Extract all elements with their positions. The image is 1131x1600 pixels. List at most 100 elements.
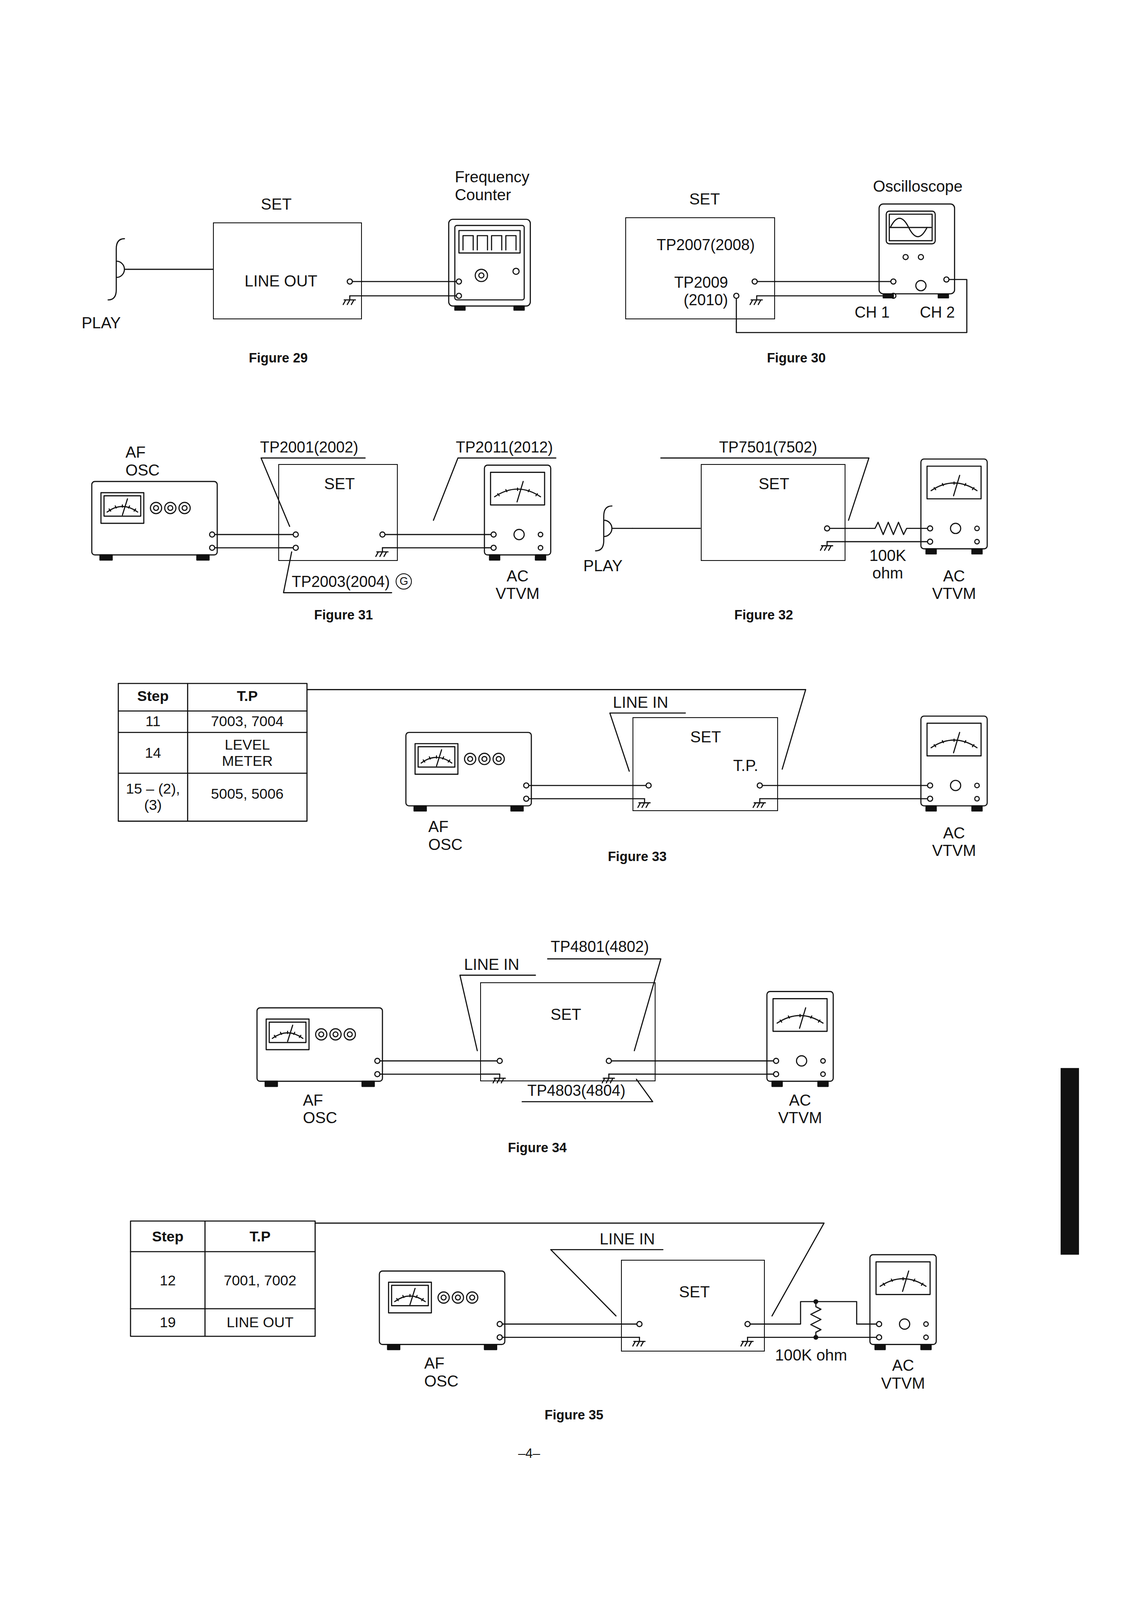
instrument-label: AF OSC (424, 1354, 471, 1390)
resistor-value: 100K ohm (775, 1346, 848, 1364)
side-tab (1060, 1067, 1079, 1255)
wire (397, 533, 485, 536)
table-header: Step (130, 1227, 205, 1245)
set-box: SET (480, 982, 656, 1082)
play-label: PLAY (81, 314, 121, 332)
figure-caption: Figure 30 (766, 350, 826, 366)
resistor-value: 100K ohm (864, 546, 911, 583)
set-box: SET T.P. (632, 717, 779, 811)
table-grid (118, 683, 315, 1336)
wire (382, 1060, 481, 1062)
test-point-label: T.P. (733, 756, 759, 775)
wire (655, 1073, 767, 1075)
table-header: T.P (204, 1227, 315, 1245)
wire (531, 798, 633, 800)
table-cell: 5005, 5006 (187, 785, 308, 802)
test-point-label: TP7501(7502) (719, 438, 818, 456)
figure-caption: Figure 34 (507, 1140, 567, 1156)
wire (397, 547, 485, 549)
box-title: SET (550, 1005, 582, 1024)
instrument-label: AF OSC (303, 1091, 350, 1127)
test-point-label: TP2003(2004) (291, 573, 390, 591)
frequency-counter-drawing (448, 219, 531, 311)
play-head: PLAY (579, 499, 633, 578)
wire (361, 295, 449, 297)
wire (217, 533, 279, 536)
ac-vtvm: AC VTVM (921, 715, 988, 813)
table-cell: 19 (130, 1313, 205, 1330)
input-label: LINE IN (463, 955, 520, 974)
ground-mark: G (395, 573, 412, 590)
box-title: SET (758, 475, 790, 493)
play-head: PLAY (81, 232, 129, 335)
af-oscillator: AF OSC (256, 1007, 383, 1088)
box-title: SET (260, 195, 292, 213)
figure-caption: Figure 35 (544, 1407, 604, 1423)
set-box: SETLINE OUT (212, 222, 362, 320)
frequency-counter: Frequency Counter (448, 219, 531, 311)
table-cell: 7003, 7004 (187, 712, 308, 729)
instrument-label: Oscilloscope (872, 177, 963, 196)
box-title: SET (690, 728, 721, 746)
input-label: LINE IN (612, 693, 669, 712)
table-header: T.P (187, 687, 308, 704)
test-point-label: TP2001(2002) (259, 438, 359, 456)
af-oscillator: AF OSC (405, 732, 532, 812)
instrument-label: AC VTVM (769, 1091, 831, 1127)
ground-symbol (343, 295, 833, 1346)
table-cell: 12 (130, 1271, 205, 1289)
resistor-symbol (810, 520, 910, 1339)
set-box: SET (700, 463, 846, 561)
table-cell: 14 (118, 744, 188, 761)
table-cell: 7001, 7002 (204, 1271, 315, 1289)
figure-caption: Figure 29 (248, 350, 308, 366)
wire (128, 268, 213, 271)
wire (775, 280, 880, 283)
test-point-label: TP2009 (2010) (656, 274, 728, 309)
table-cell: 15 – (2), (3) (121, 780, 185, 813)
box-title: SET (323, 475, 355, 493)
af-oscillator: AF OSC (379, 1270, 505, 1350)
test-point-label: TP4801(4802) (550, 938, 649, 956)
wire (778, 798, 922, 800)
table-cell: 11 (118, 712, 188, 729)
figure-caption: Figure 32 (734, 607, 793, 623)
test-point-label: TP4803(4804) (527, 1081, 626, 1099)
af-oscillator-drawing (91, 481, 532, 1350)
table-cell: LINE OUT (204, 1313, 315, 1330)
channel-label: CH 2 (919, 303, 955, 321)
page-number: –4– (518, 1445, 541, 1461)
table-header: Step (118, 687, 188, 704)
ac-vtvm: AC VTVM (766, 991, 834, 1089)
box-title: SET (679, 1282, 710, 1301)
input-label: LINE IN (599, 1230, 656, 1248)
figure-caption: Figure 33 (607, 849, 667, 865)
wire (775, 295, 880, 297)
instrument-label: AF OSC (428, 817, 475, 854)
terminal-label: LINE OUT (244, 272, 318, 290)
set-box: SETTP2007(2008)TP2009 (2010) (625, 217, 776, 320)
wire (504, 1323, 621, 1325)
box-title: SET (689, 190, 720, 208)
wire (845, 541, 922, 543)
wire (778, 784, 922, 787)
table-cell: LEVEL METER (211, 736, 283, 769)
ac-vtvm: AC VTVM (484, 465, 551, 563)
instrument-label: Frequency Counter (454, 168, 542, 204)
ac-vtvm: AC VTVM (921, 458, 988, 556)
instrument-label: AF OSC (125, 443, 172, 479)
wire (655, 1060, 767, 1062)
figure-caption: Figure 31 (314, 607, 374, 623)
instrument-label: AC VTVM (923, 824, 985, 860)
wire (632, 527, 701, 529)
instrument-label: AC VTVM (923, 567, 985, 603)
set-box: SET (620, 1259, 765, 1352)
oscilloscope-drawing (879, 204, 955, 299)
set-box: SET (278, 463, 398, 561)
wire (217, 547, 279, 549)
terminal-stub (278, 281, 846, 1338)
test-point-label: TP2007(2008) (656, 236, 755, 254)
wire (382, 1073, 481, 1075)
wire (531, 784, 633, 787)
